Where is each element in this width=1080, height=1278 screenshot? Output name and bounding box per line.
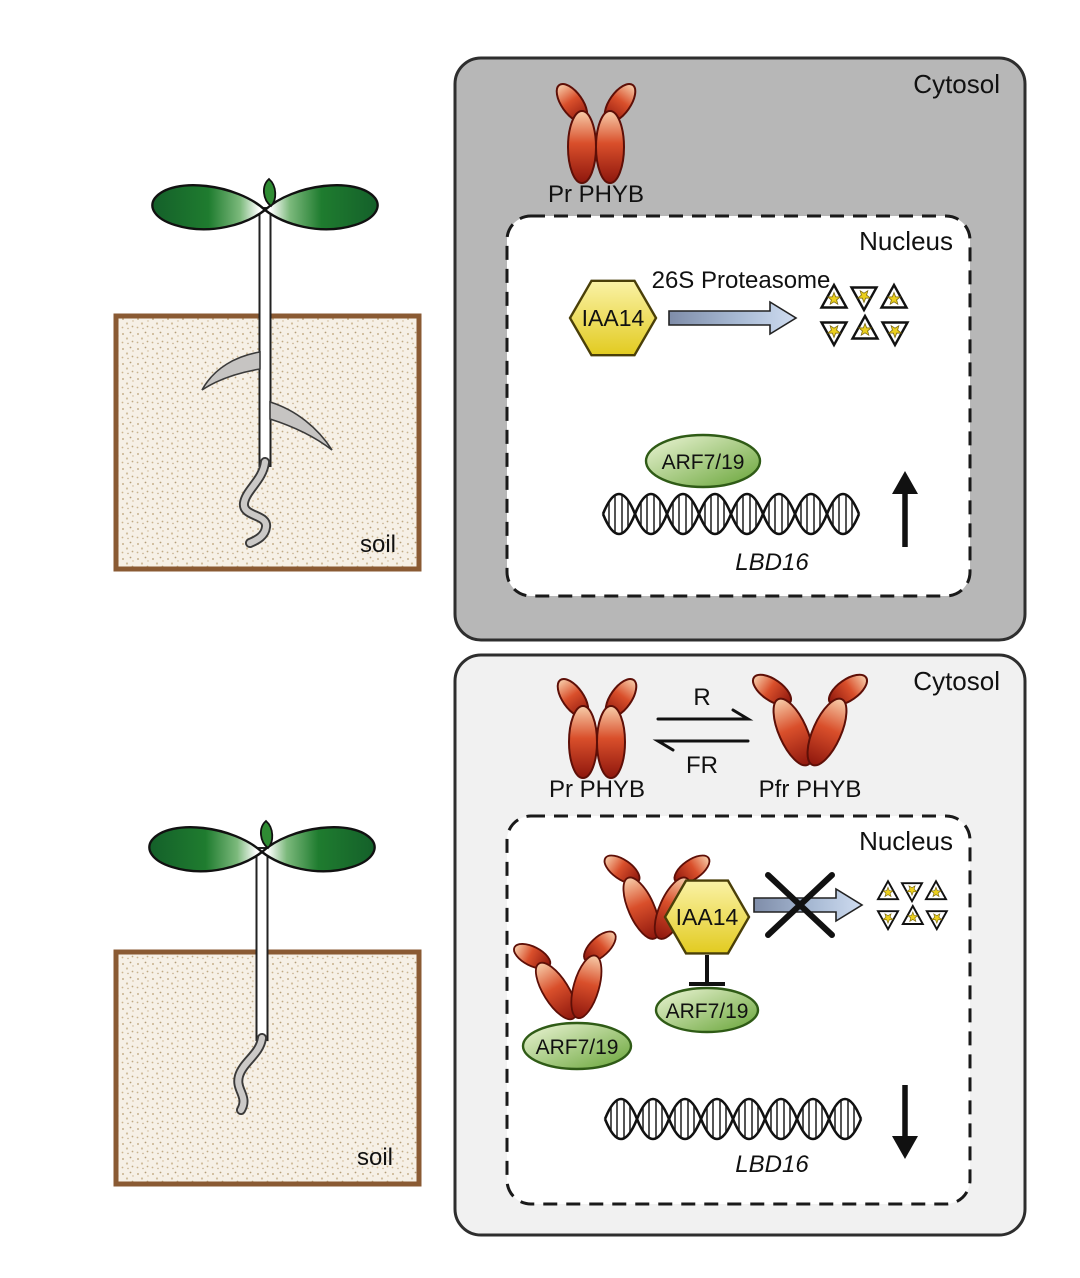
degradation-arrow-bottom	[753, 887, 864, 923]
equilibrium-arrow-right	[656, 708, 754, 721]
arf7-19-label-inhibited: ARF7/19	[666, 1000, 749, 1023]
downregulation-arrow	[892, 1085, 918, 1159]
nucleus-label-top: Nucleus	[859, 226, 953, 256]
blocked-x-mark	[765, 872, 835, 938]
lbd16-label-top: LBD16	[735, 549, 809, 576]
iaa14-hexagon-bottom	[663, 879, 751, 955]
lbd16-label-bottom: LBD16	[735, 1151, 809, 1178]
pfr-phyb-label: Pfr PHYB	[759, 776, 862, 803]
arf7-19-ellipse-bound	[521, 1021, 633, 1071]
pr-phyb-label-bottom: Pr PHYB	[549, 776, 645, 803]
iaa14-label-bottom: IAA14	[676, 904, 739, 930]
soil-label-bottom: soil	[357, 1144, 393, 1171]
equilibrium-arrow-left	[652, 739, 750, 752]
stem-bottom	[255, 847, 269, 1041]
inhibition-tbar	[689, 955, 725, 986]
far-red-light-label: FR	[686, 752, 718, 779]
arf7-19-ellipse-inhibited	[654, 986, 760, 1034]
lateral-root-left	[201, 351, 261, 391]
iaa14-label-top: IAA14	[582, 305, 645, 331]
top-panel: Cytosol Pr PHYB Nucleus 26S Proteasome I…	[453, 56, 1027, 642]
lateral-root-right	[269, 400, 333, 451]
degradation-arrow-top	[668, 300, 798, 336]
stem-top	[258, 207, 272, 467]
upregulation-arrow	[892, 471, 918, 547]
leaf-right-icon	[260, 826, 376, 873]
primary-root-bottom	[235, 1034, 266, 1114]
cytosol-label-bottom: Cytosol	[913, 666, 1000, 696]
nucleus-label-bottom: Nucleus	[859, 826, 953, 856]
proteasome-label: 26S Proteasome	[652, 267, 831, 294]
cytosol-label-top: Cytosol	[913, 69, 1000, 99]
primary-root-top	[240, 458, 270, 547]
leaf-left-icon	[151, 184, 267, 231]
leaf-right-icon	[263, 184, 379, 231]
arf7-19-label-bound: ARF7/19	[536, 1036, 619, 1059]
leaf-left-icon	[148, 826, 264, 873]
arf7-19-label-top: ARF7/19	[662, 451, 745, 474]
seedling-bottom: soil	[113, 820, 422, 1187]
young-leaf-icon	[260, 820, 274, 849]
soil-label-top: soil	[360, 531, 396, 558]
pr-phyb-label-top: Pr PHYB	[548, 181, 644, 208]
arf7-19-ellipse-top	[644, 433, 762, 489]
young-leaf-icon	[263, 178, 277, 207]
bottom-panel: Cytosol Pr PHYB R FR Pfr PHYB Nucleus IA…	[453, 653, 1027, 1237]
seedling-top: soil	[113, 178, 422, 572]
iaa14-hexagon-top	[568, 279, 658, 357]
red-light-label: R	[693, 684, 710, 711]
